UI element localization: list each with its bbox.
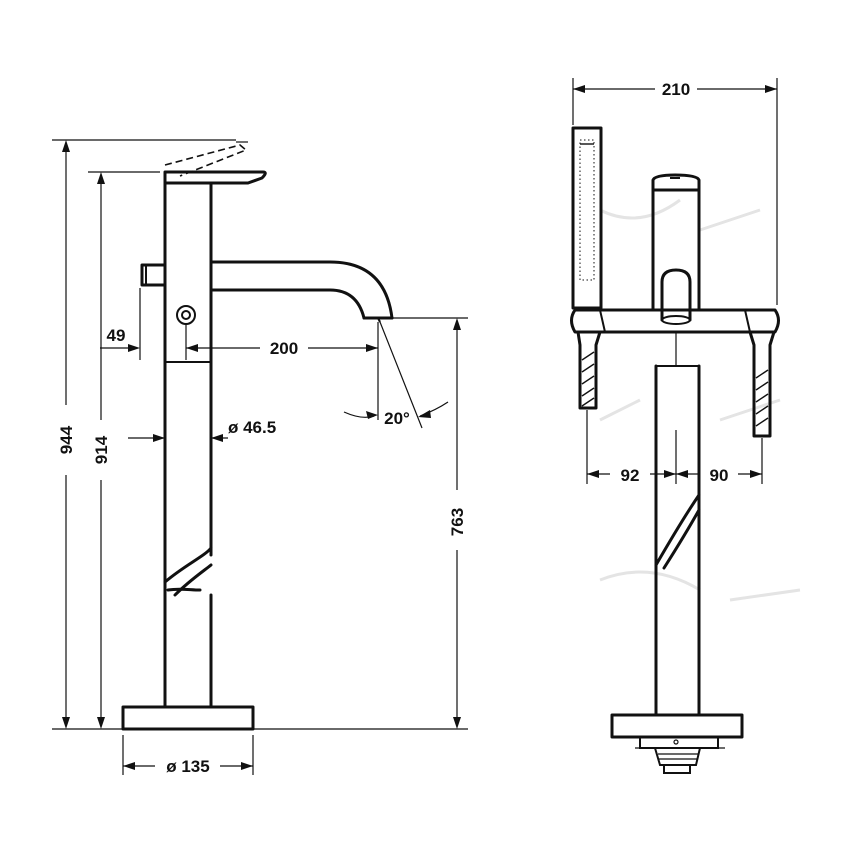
spout — [209, 260, 394, 323]
front-leg-left — [576, 330, 602, 410]
dim-diameter-base: ø 135 — [122, 735, 254, 776]
dim-90-label: 90 — [710, 466, 729, 485]
dim-92-90: 92 90 — [586, 410, 763, 485]
front-leg-right — [748, 330, 776, 438]
dim-763-label: 763 — [448, 508, 467, 536]
side-view: 944 914 49 200 — [52, 139, 468, 776]
front-column-lower — [654, 332, 701, 717]
dim-944-label: 944 — [57, 425, 76, 454]
dim-200: 200 — [186, 322, 379, 420]
dim-diameter-base-label: ø 135 — [166, 757, 209, 776]
front-column-top — [651, 173, 701, 312]
dim-210: 210 — [572, 78, 778, 305]
column — [163, 181, 213, 709]
background-watermark — [599, 198, 801, 602]
hose-connector — [176, 305, 196, 325]
front-crossbar — [570, 308, 780, 334]
hand-shower-spray-face — [579, 139, 595, 281]
front-base — [610, 713, 744, 774]
dim-92-label: 92 — [621, 466, 640, 485]
dim-49: 49 — [100, 288, 187, 360]
dim-diameter-column: ø 46.5 — [128, 418, 276, 442]
diverter-knob — [140, 263, 167, 287]
dim-914-label: 914 — [92, 435, 111, 464]
dim-angle-label: 20° — [384, 409, 410, 428]
dim-200-label: 200 — [270, 339, 298, 358]
dim-914: 914 — [88, 171, 160, 729]
front-spout — [660, 268, 692, 325]
hand-shower — [571, 126, 603, 310]
lever-handle — [163, 141, 267, 185]
dim-angle-20: 20° — [343, 321, 449, 429]
front-view: 210 92 90 — [570, 78, 780, 774]
dim-diameter-column-label: ø 46.5 — [228, 418, 276, 437]
dim-944: 944 — [52, 139, 236, 730]
dim-210-label: 210 — [662, 80, 690, 99]
dim-763: 763 — [253, 317, 468, 730]
base-plate — [121, 705, 255, 731]
dim-49-label: 49 — [107, 326, 126, 345]
